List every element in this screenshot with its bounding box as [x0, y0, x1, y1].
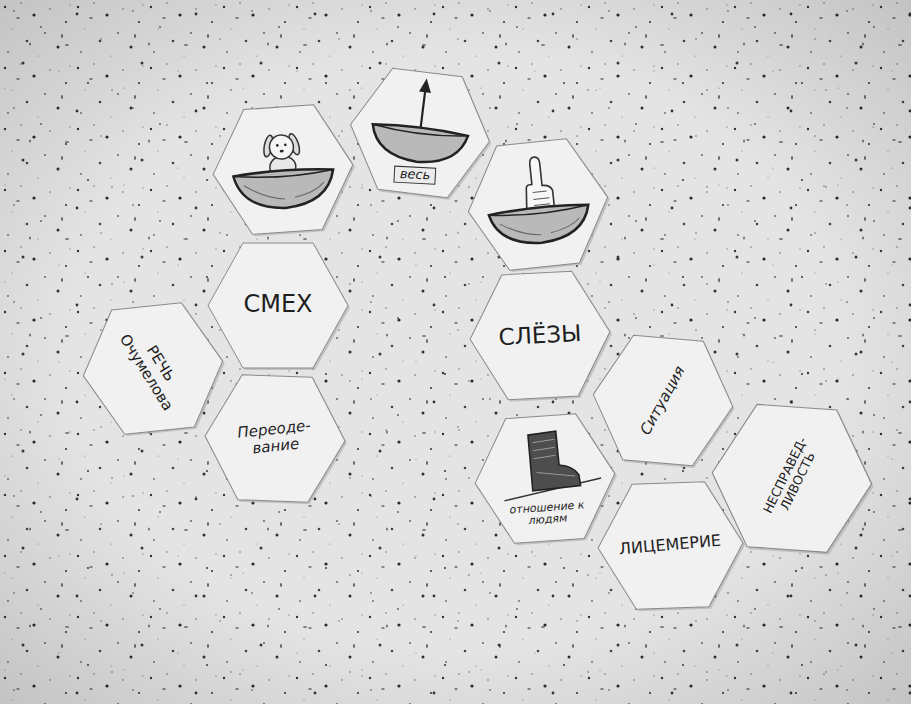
card-caption: отношение к людям [508, 498, 588, 529]
hexagon-card: весь [343, 64, 497, 202]
hexagon-card: Переоде- вание [203, 373, 347, 503]
boot-picture [500, 428, 602, 501]
card-word: СЛЁЗЫ [498, 320, 582, 351]
hexagon-card: РЕЧЬ Очумелова [77, 299, 229, 438]
hexagon-card: СМЕХ [208, 243, 348, 368]
hexagon-card: Ситуация [588, 332, 738, 469]
hexagon-card: отношение к людям [471, 411, 619, 545]
boat-picture [369, 73, 475, 168]
finger-bowl-card [462, 135, 614, 274]
card-word: СМЕХ [243, 291, 312, 319]
dog-bowl-card [209, 102, 357, 236]
hexagon-card: ЛИЦЕМЕРИЕ [595, 480, 744, 610]
card-caption: весь [393, 166, 436, 185]
hexagon-card: СЛЁЗЫ [467, 269, 613, 401]
